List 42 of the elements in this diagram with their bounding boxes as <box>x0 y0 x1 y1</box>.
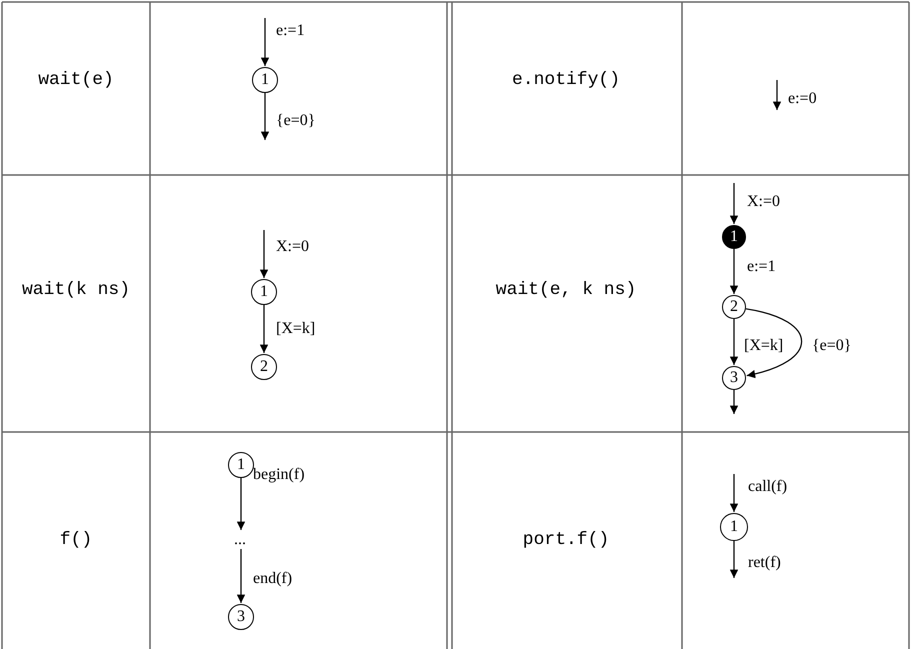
function-call-label: wait(e) <box>38 70 114 90</box>
arrow <box>260 18 270 66</box>
arrow <box>260 305 268 353</box>
edge-label: X:=0 <box>276 238 310 256</box>
arrow <box>730 249 738 294</box>
arrow <box>236 478 246 530</box>
filled-state-circle: 1 <box>722 225 746 249</box>
edge-label: ret(f) <box>748 554 781 572</box>
arrow <box>236 549 246 603</box>
state-circle: 1 <box>251 279 277 305</box>
function-call-label: wait(e, k ns) <box>496 280 636 300</box>
edge-label: {e=0} <box>812 337 852 355</box>
edge-label: e:=1 <box>747 258 776 276</box>
state-circle: 1 <box>720 513 748 541</box>
state-circle: 1 <box>228 452 254 478</box>
arrow <box>730 319 738 365</box>
edge-label: call(f) <box>748 478 788 496</box>
arrow <box>730 390 738 414</box>
state-circle: 2 <box>722 295 746 319</box>
function-call-label: f() <box>60 530 92 550</box>
function-call-label: port.f() <box>522 530 610 550</box>
arrow <box>260 93 270 140</box>
state-circle: 2 <box>251 354 277 380</box>
edge-label: begin(f) <box>253 466 305 484</box>
edge-label: X:=0 <box>747 193 780 211</box>
edge-label: {e=0} <box>276 112 316 130</box>
state-circle: 1 <box>252 67 278 93</box>
arrow <box>746 308 802 378</box>
arrow <box>730 183 738 224</box>
function-call-label: wait(k ns) <box>22 280 130 300</box>
edge-label: end(f) <box>253 570 292 588</box>
action-label: e:=0 <box>788 90 817 108</box>
state-circle: 3 <box>228 604 254 630</box>
arrow <box>730 541 738 578</box>
state-circle: 3 <box>722 366 746 390</box>
edge-label: [X=k] <box>276 320 316 338</box>
edge-label: e:=1 <box>276 22 305 40</box>
arrow <box>260 230 268 278</box>
edge-label: [X=k] <box>744 337 784 355</box>
function-call-label: e.notify() <box>512 70 620 90</box>
ellipsis-text: ... <box>234 532 246 548</box>
arrow <box>730 474 738 512</box>
